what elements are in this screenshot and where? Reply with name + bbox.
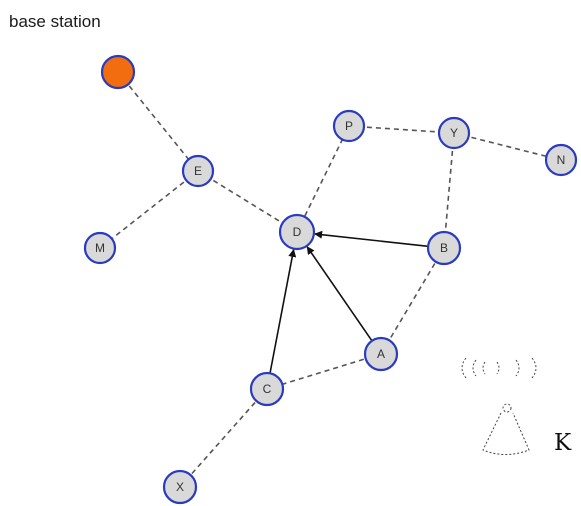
dashed-links [99,71,562,488]
node-A: A [363,336,399,372]
link-A-C [266,353,382,390]
node-circle [437,116,471,150]
node-D: D [278,213,316,251]
node-E: E [181,154,215,188]
link-base-E [117,71,199,172]
link-C-X [179,388,268,488]
node-circle [278,213,316,251]
node-label: X [176,480,184,494]
node-label: B [440,241,448,255]
node-X: X [162,469,198,505]
node-N: N [544,143,578,177]
wireless-signal-icon [461,357,537,379]
node-label: N [557,153,566,167]
arrow-B-to-D [314,230,429,248]
node-B: B [426,230,462,266]
node-circle [249,371,285,407]
node-label: A [377,347,385,361]
node-P: P [332,109,366,143]
link-Y-N [453,132,562,161]
node-circle [162,469,198,505]
arrow-C-to-D [269,248,297,374]
node-circle [83,231,117,265]
link-Y-B [443,132,455,249]
node-label: P [345,119,353,133]
node-circle [544,143,578,177]
base-station-node [100,54,136,90]
node-Y: Y [437,116,471,150]
node-label: D [293,225,302,239]
node-circle [426,230,462,266]
node-circle [363,336,399,372]
node-label: C [263,382,272,396]
link-D-P [296,125,350,233]
node-C: C [249,371,285,407]
radio-tower-icon [482,403,530,455]
directed-links [269,230,429,374]
node-circle [181,154,215,188]
node-label: Y [450,126,458,140]
link-E-D [197,170,298,233]
arrow-A-to-D [306,246,373,342]
node-label: E [194,164,202,178]
node-label: M [95,241,105,255]
link-E-M [99,170,199,249]
k-label: K [554,430,572,456]
nodes: E M P Y N D B A C X [83,54,578,505]
link-B-A [380,247,445,355]
base-station-label: base station [9,12,101,31]
node-M: M [83,231,117,265]
node-circle [332,109,366,143]
base-station-circle [100,54,136,90]
